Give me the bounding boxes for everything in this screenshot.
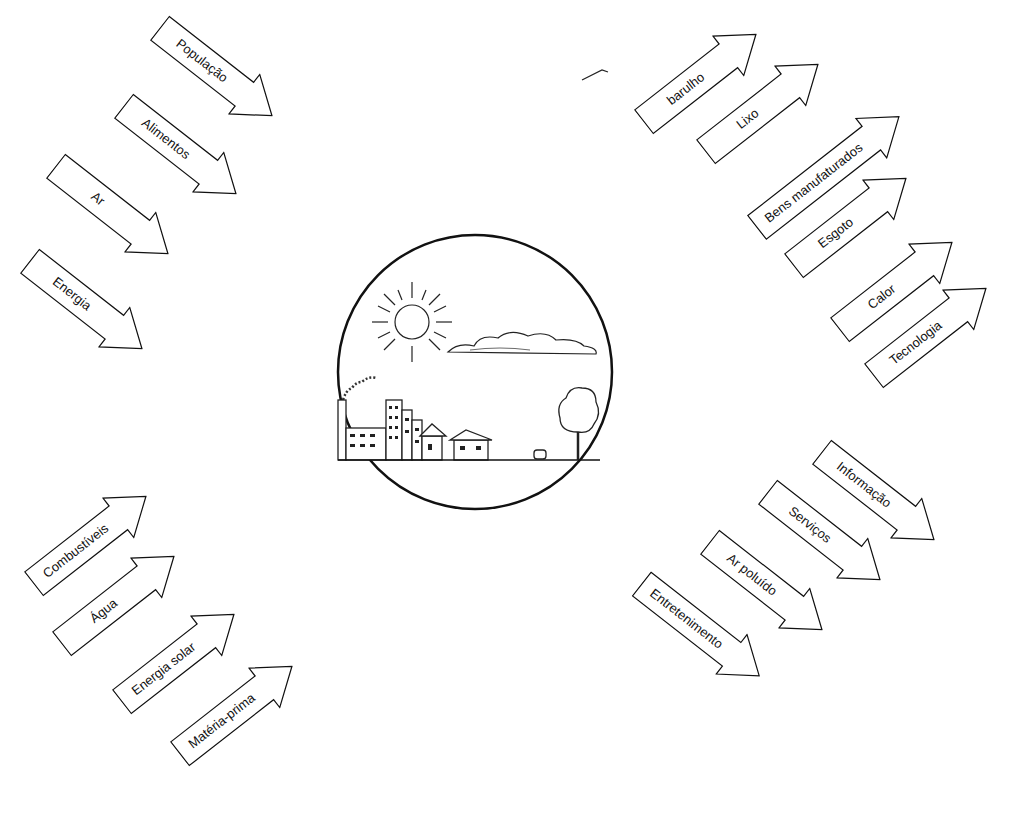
arrow-box: Energia — [13, 240, 158, 370]
arrow-label: Entretenimento — [631, 572, 740, 666]
arrow-shape — [39, 145, 184, 275]
buildings — [338, 400, 492, 460]
arrow-label: Ar poluído — [700, 530, 804, 620]
arrow-label: Ar — [46, 154, 150, 244]
arrow-box: População — [143, 7, 288, 137]
arrow-label: Alimentos — [114, 94, 218, 184]
arrow-label: Combustíveis — [24, 506, 128, 596]
arrow-box: Ar — [39, 145, 184, 275]
arrow-label: População — [150, 16, 254, 106]
arrow-label: Informação — [812, 440, 916, 530]
windows — [350, 406, 481, 450]
sun — [372, 282, 452, 362]
arrow-box: Alimentos — [107, 85, 252, 215]
arrow-label: Matéria-prima — [170, 676, 274, 766]
car — [534, 450, 546, 459]
tree-crown — [559, 388, 599, 433]
arrow-label: Água — [52, 566, 156, 656]
stray-mark — [582, 70, 608, 80]
arrow-label: Energia solar — [112, 624, 216, 714]
city-circle — [338, 235, 612, 509]
cloud — [448, 332, 596, 354]
arrow-label: Serviços — [758, 480, 862, 570]
tree-trunk — [577, 428, 580, 460]
ground-line — [338, 459, 600, 461]
arrow-label: Energia — [20, 249, 124, 339]
smoke — [343, 378, 376, 401]
